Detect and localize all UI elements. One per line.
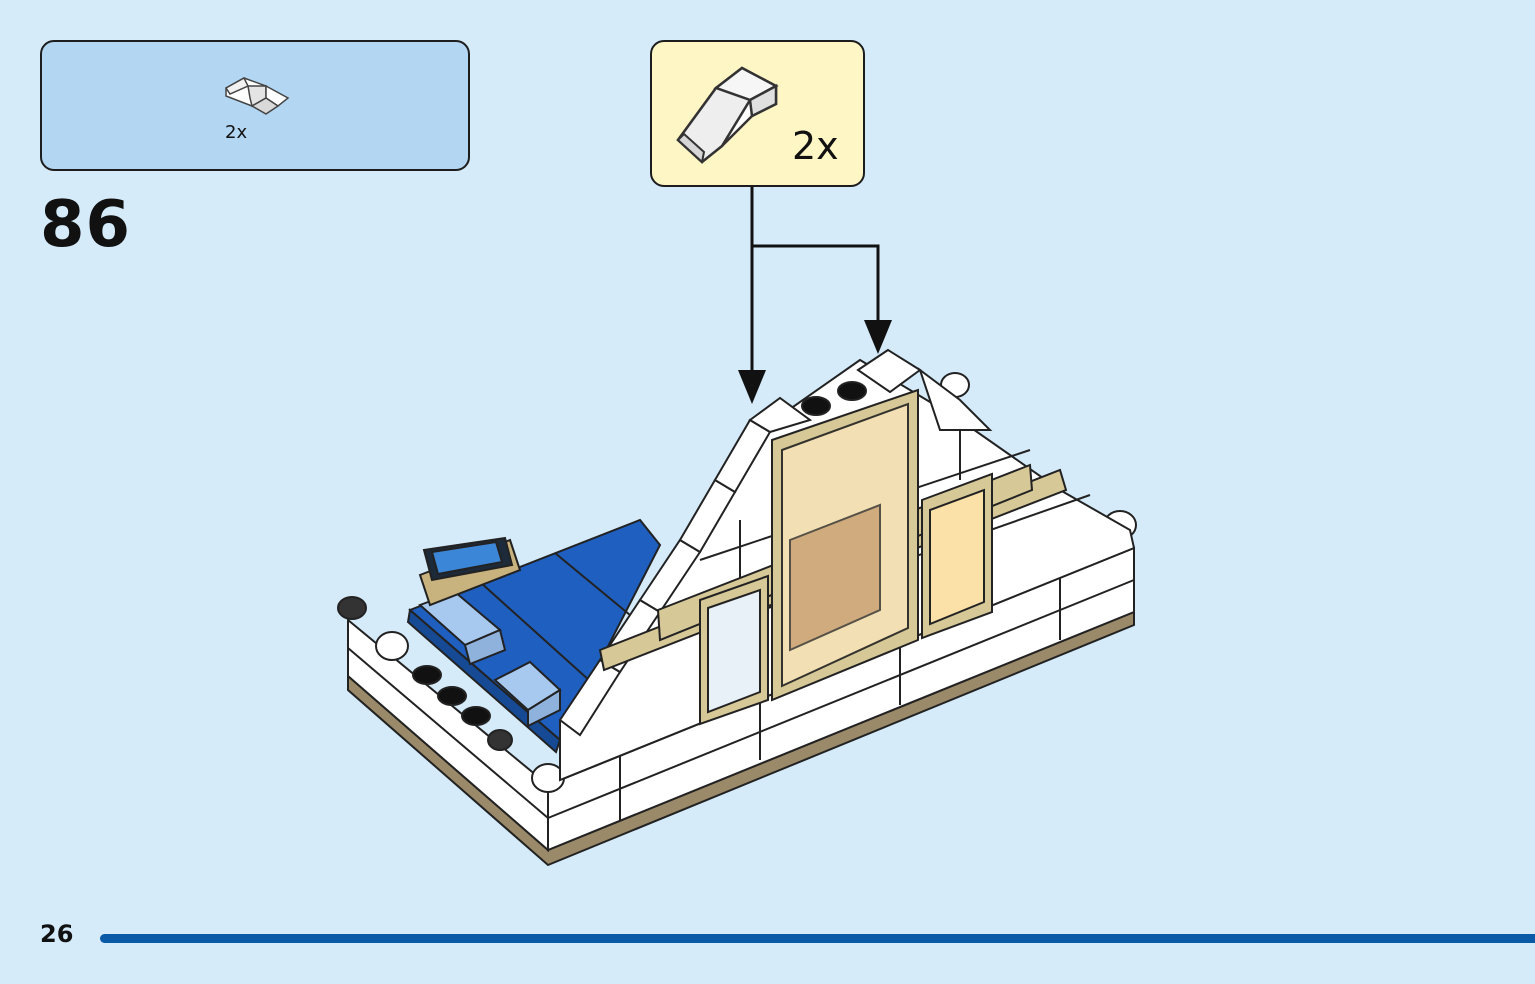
parts-list-box: 2x: [40, 40, 470, 171]
small-window-right: [921, 472, 993, 640]
blue-roof-plates: [406, 518, 662, 754]
callout-quantity: 2x: [792, 124, 839, 168]
arrow-head-left: [738, 370, 766, 404]
tablet-tile: [418, 536, 522, 607]
placement-arrows: [750, 187, 880, 372]
gable-slope-bricks: [558, 348, 993, 737]
round-studs: [412, 665, 491, 726]
slope-brick-icon: [224, 76, 290, 115]
callout-box: 2x: [650, 40, 865, 187]
light-blue-tiles: [418, 590, 562, 728]
small-window-left: [699, 574, 769, 726]
progress-bar: [100, 934, 1535, 943]
page-number: 26: [40, 920, 74, 948]
slope-brick-large-icon: [676, 66, 779, 164]
arrow-head-right: [864, 320, 892, 354]
step-number: 86: [40, 188, 132, 262]
top-studs: [801, 381, 867, 416]
parts-quantity: 2x: [225, 122, 248, 143]
tall-window: [771, 388, 919, 702]
